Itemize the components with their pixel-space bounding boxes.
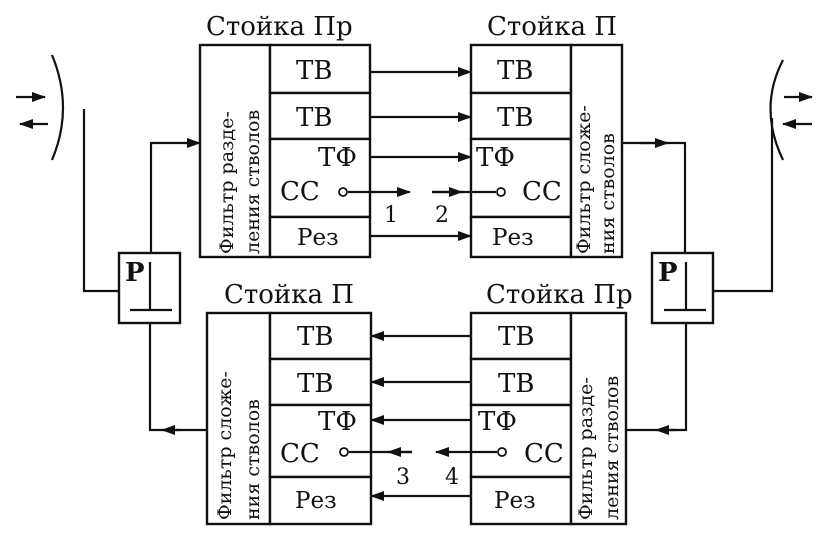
cell-tv-1: ТВ xyxy=(296,56,332,86)
rack-title: Стойка П xyxy=(487,12,617,42)
cell-tv-2: ТВ xyxy=(497,103,533,133)
rack-filter-line-1: Фильтр разде- xyxy=(216,111,238,254)
rack-filter-line-1: Фильтр разде- xyxy=(575,377,597,520)
cell-tv-2: ТВ xyxy=(498,369,534,399)
rack-top-right: Стойка П Фильтр сложе- ния стволов ТВ ТВ… xyxy=(469,12,624,259)
rack-filter-line-2: ния стволов xyxy=(242,399,264,520)
cell-rez: Рез xyxy=(295,488,337,514)
right-antenna xyxy=(769,59,813,161)
rack-top-left: Стойка Пр Фильтр разде- ления стволов ТВ… xyxy=(198,12,372,259)
right-separator: Р xyxy=(650,251,715,325)
rack-filter-line-2: ления стволов xyxy=(242,110,264,254)
link-label-3: 3 xyxy=(396,465,410,490)
cell-ss: СС xyxy=(280,177,320,207)
cell-tv-2: ТВ xyxy=(296,103,332,133)
left-feed-lines xyxy=(82,109,207,435)
rack-filter-line-2: ния стволов xyxy=(597,133,619,254)
link-label-4: 4 xyxy=(445,465,459,490)
rack-bottom-right: Стойка Пр Фильтр разде- ления стволов ТВ… xyxy=(469,280,633,526)
rack-title: Стойка Пр xyxy=(486,280,633,310)
cell-rez: Рез xyxy=(492,225,534,251)
link-label-1: 1 xyxy=(384,203,398,228)
cell-tf: ТФ xyxy=(478,407,517,437)
cell-tf: ТФ xyxy=(318,143,357,173)
left-antenna xyxy=(16,54,65,161)
cell-ss: СС xyxy=(522,177,562,207)
cell-tv-1: ТВ xyxy=(498,322,534,352)
cell-tv-1: ТВ xyxy=(297,322,333,352)
right-separator-label: Р xyxy=(658,258,678,288)
cell-tf: ТФ xyxy=(318,407,357,437)
bottom-connections: 3 4 xyxy=(349,331,497,501)
top-connections: 1 2 xyxy=(348,67,496,241)
link-label-2: 2 xyxy=(435,203,449,228)
rack-title: Стойка П xyxy=(224,280,354,310)
rack-filter-line-2: ления стволов xyxy=(601,376,623,520)
cell-tv-2: ТВ xyxy=(297,369,333,399)
rack-filter-line-1: Фильтр сложе- xyxy=(573,105,595,254)
right-feed-lines xyxy=(622,118,774,435)
rack-title: Стойка Пр xyxy=(206,12,353,42)
left-separator-label: Р xyxy=(125,258,145,288)
left-separator: Р xyxy=(117,251,182,325)
cell-tf: ТФ xyxy=(476,143,515,173)
cell-ss: СС xyxy=(280,439,320,469)
cell-rez: Рез xyxy=(494,488,536,514)
rack-filter-line-1: Фильтр сложе- xyxy=(214,371,236,520)
cell-tv-1: ТВ xyxy=(497,56,533,86)
rack-bottom-left: Стойка П Фильтр сложе- ния стволов ТВ ТВ… xyxy=(205,280,373,526)
cell-rez: Рез xyxy=(297,225,339,251)
cell-ss: СС xyxy=(524,439,564,469)
